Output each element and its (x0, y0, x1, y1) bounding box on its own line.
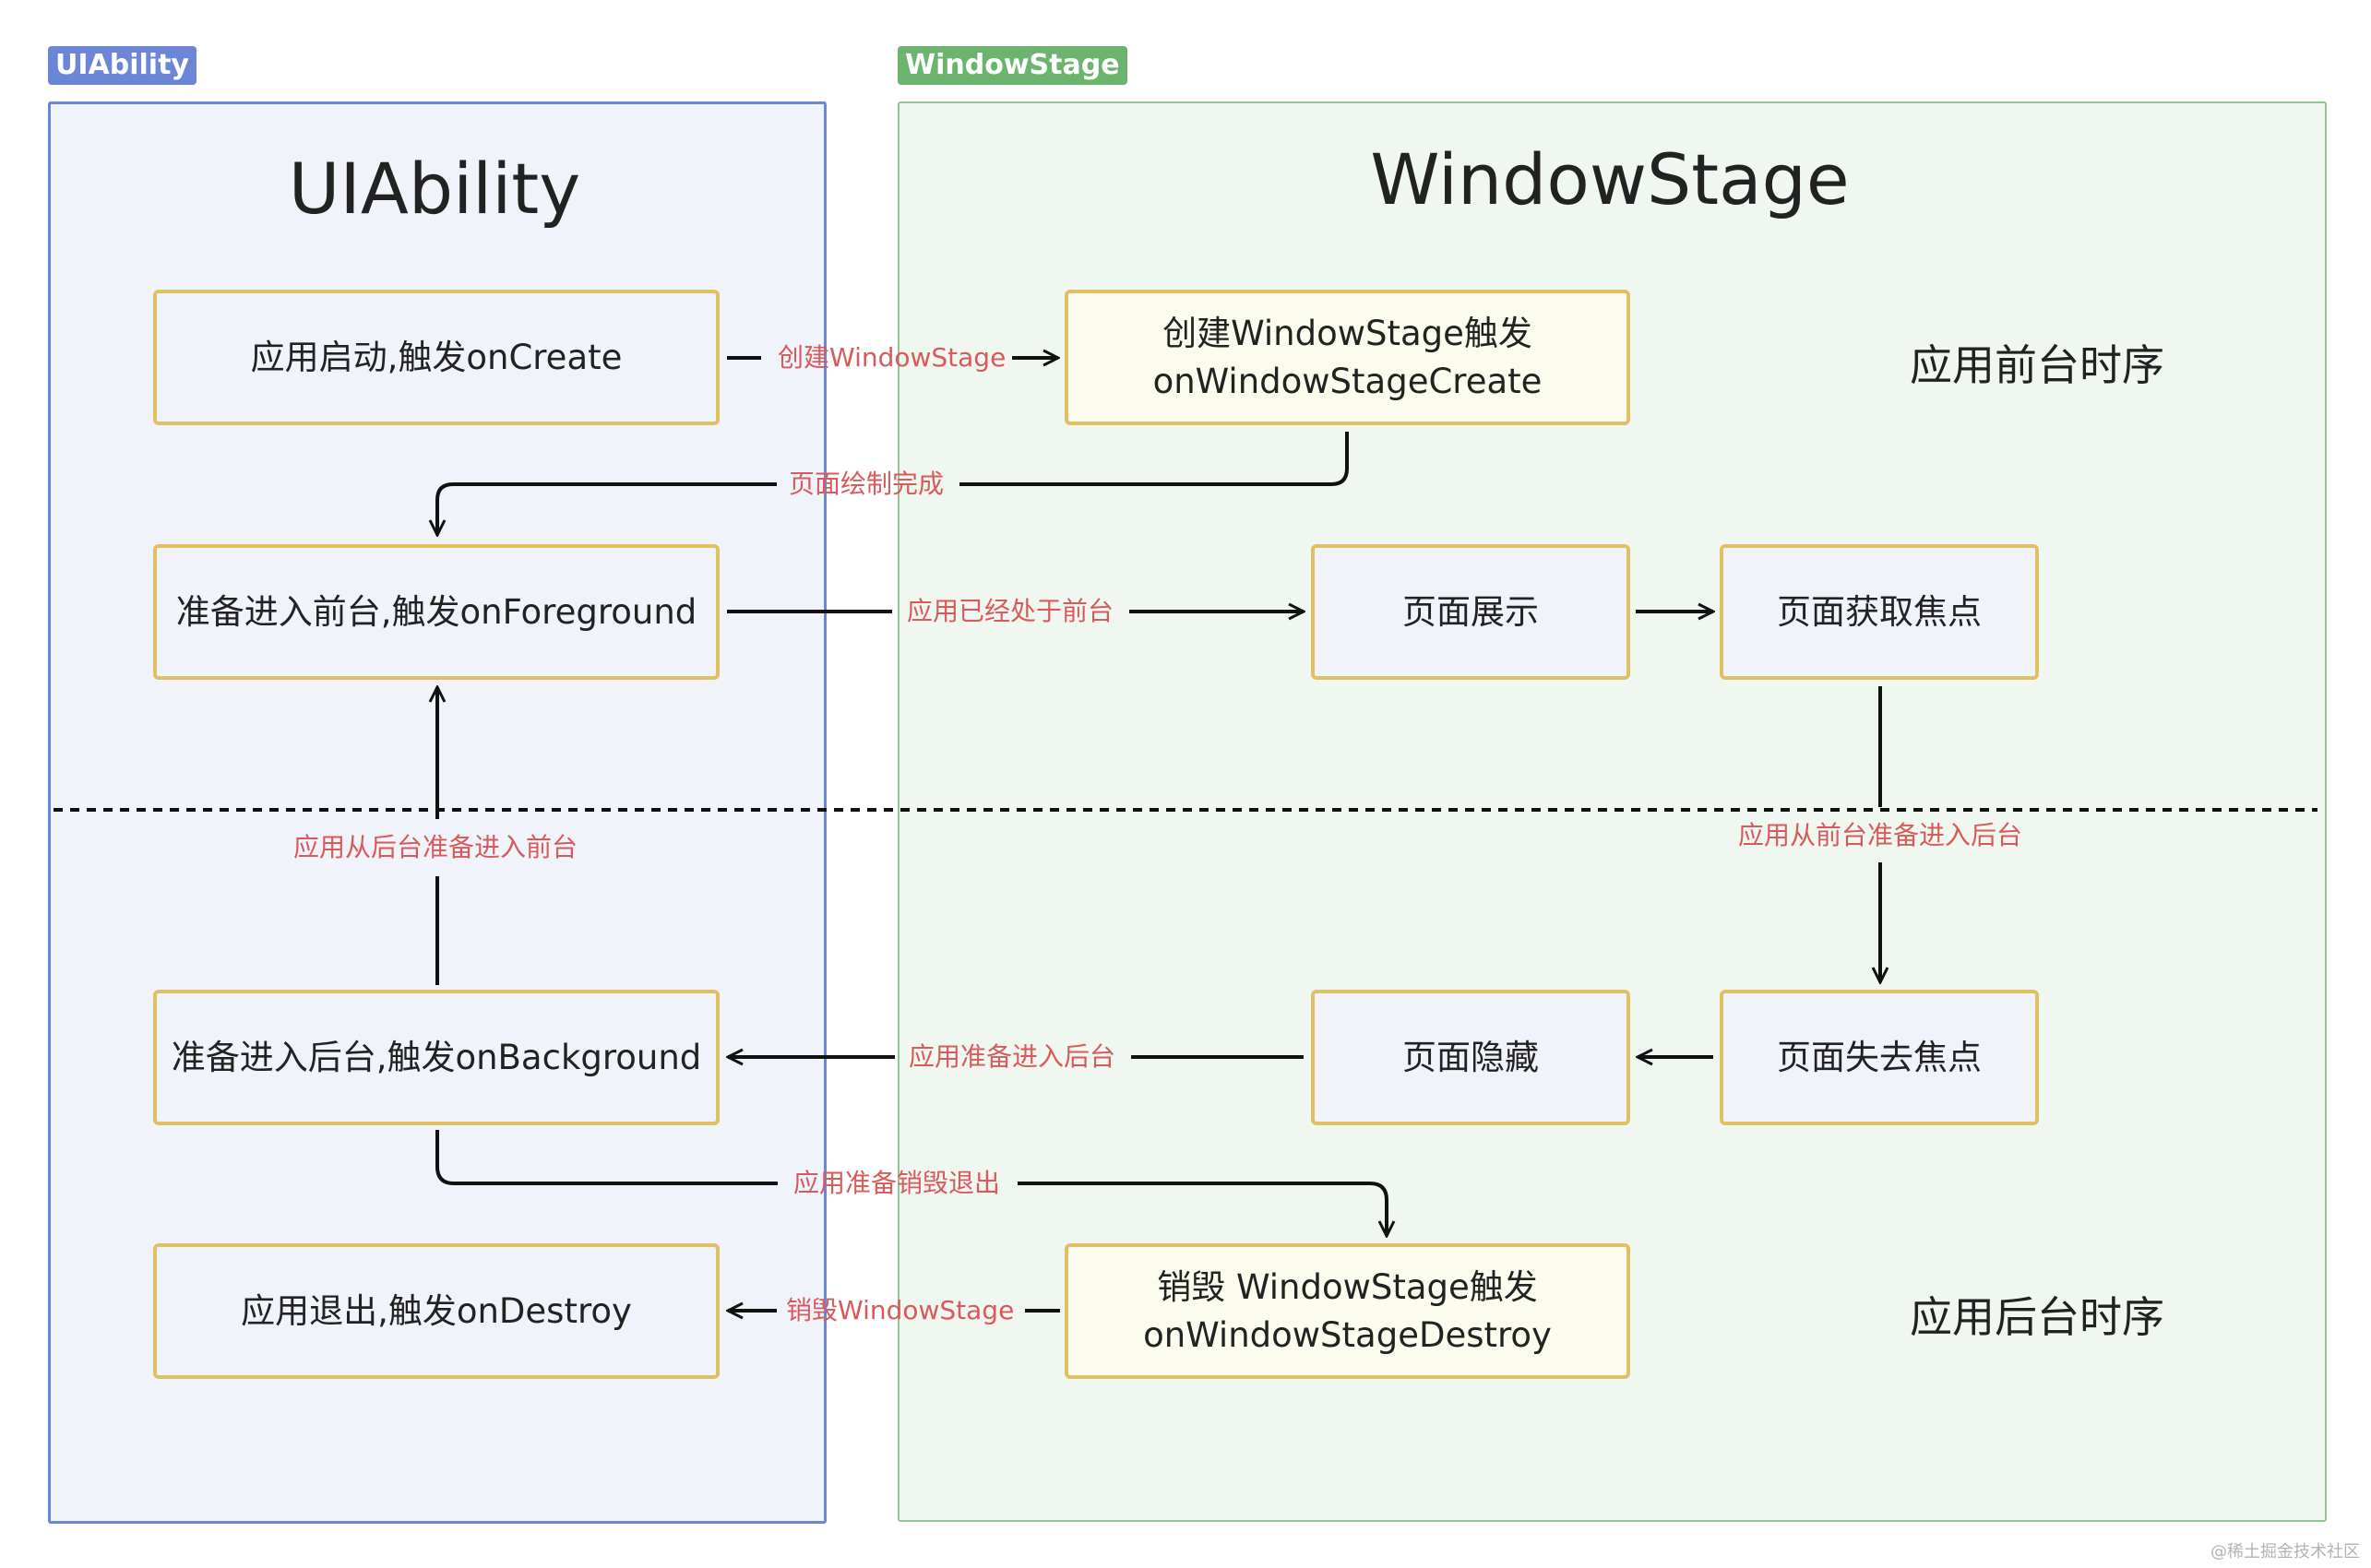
node-on-background: 准备进入后台,触发onBackground (153, 990, 720, 1125)
node-windowstage-destroy-line2: onWindowStageDestroy (1143, 1314, 1552, 1355)
edge-label-app-in-foreground: 应用已经处于前台 (907, 596, 1114, 626)
edge-label-destroy-windowstage: 销毁WindowStage (786, 1295, 1015, 1325)
node-windowstage-create-line1: 创建WindowStage触发 (1162, 313, 1532, 353)
windowstage-tag: WindowStage (898, 46, 1127, 85)
background-sequence-label: 应用后台时序 (1910, 1292, 2164, 1342)
edge-page-draw-done-a (959, 432, 1349, 486)
edge-label-bg-to-fg: 应用从后台准备进入前台 (293, 832, 578, 862)
edge-label-create-windowstage: 创建WindowStage (778, 342, 1007, 373)
node-page-blur: 页面失去焦点 (1720, 990, 2039, 1125)
edge-app-destroy-exit-a (435, 1130, 778, 1185)
node-page-blur-label: 页面失去焦点 (1777, 1037, 1982, 1077)
node-on-destroy: 应用退出,触发onDestroy (153, 1243, 720, 1379)
windowstage-title: WindowStage (1370, 138, 1850, 220)
edge-label-fg-to-bg: 应用从前台准备进入后台 (1738, 820, 2023, 850)
watermark: @稀土掘金技术社区 (2210, 1542, 2360, 1562)
edge-label-page-draw-done: 页面绘制完成 (789, 469, 945, 499)
node-windowstage-destroy: 销毁 WindowStage触发 onWindowStageDestroy (1065, 1243, 1630, 1379)
node-page-hide: 页面隐藏 (1311, 990, 1630, 1125)
node-on-create-label: 应用启动,触发onCreate (250, 337, 623, 377)
node-on-foreground: 准备进入前台,触发onForeground (153, 544, 720, 680)
uiability-title: UIAbility (288, 148, 581, 230)
node-page-show: 页面展示 (1311, 544, 1630, 680)
foreground-sequence-label: 应用前台时序 (1910, 340, 2164, 390)
node-on-destroy-label: 应用退出,触发onDestroy (241, 1290, 632, 1331)
edge-label-app-to-background: 应用准备进入后台 (909, 1041, 1116, 1072)
node-windowstage-destroy-line1: 销毁 WindowStage触发 (1157, 1266, 1538, 1307)
node-page-show-label: 页面展示 (1402, 591, 1539, 632)
edge-label-app-destroy-exit: 应用准备销毁退出 (793, 1168, 1001, 1198)
uiability-tag: UIAbility (48, 46, 197, 85)
node-on-create: 应用启动,触发onCreate (153, 290, 720, 425)
node-on-foreground-label: 准备进入前台,触发onForeground (175, 591, 697, 632)
edge-page-draw-done-b (437, 482, 777, 535)
node-windowstage-create: 创建WindowStage触发 onWindowStageCreate (1065, 290, 1630, 425)
node-page-focus: 页面获取焦点 (1720, 544, 2039, 680)
node-page-hide-label: 页面隐藏 (1402, 1037, 1539, 1077)
edge-app-destroy-exit-b (1018, 1182, 1387, 1236)
node-page-focus-label: 页面获取焦点 (1777, 591, 1982, 632)
node-on-background-label: 准备进入后台,触发onBackground (171, 1037, 702, 1077)
node-windowstage-create-line2: onWindowStageCreate (1152, 361, 1543, 401)
